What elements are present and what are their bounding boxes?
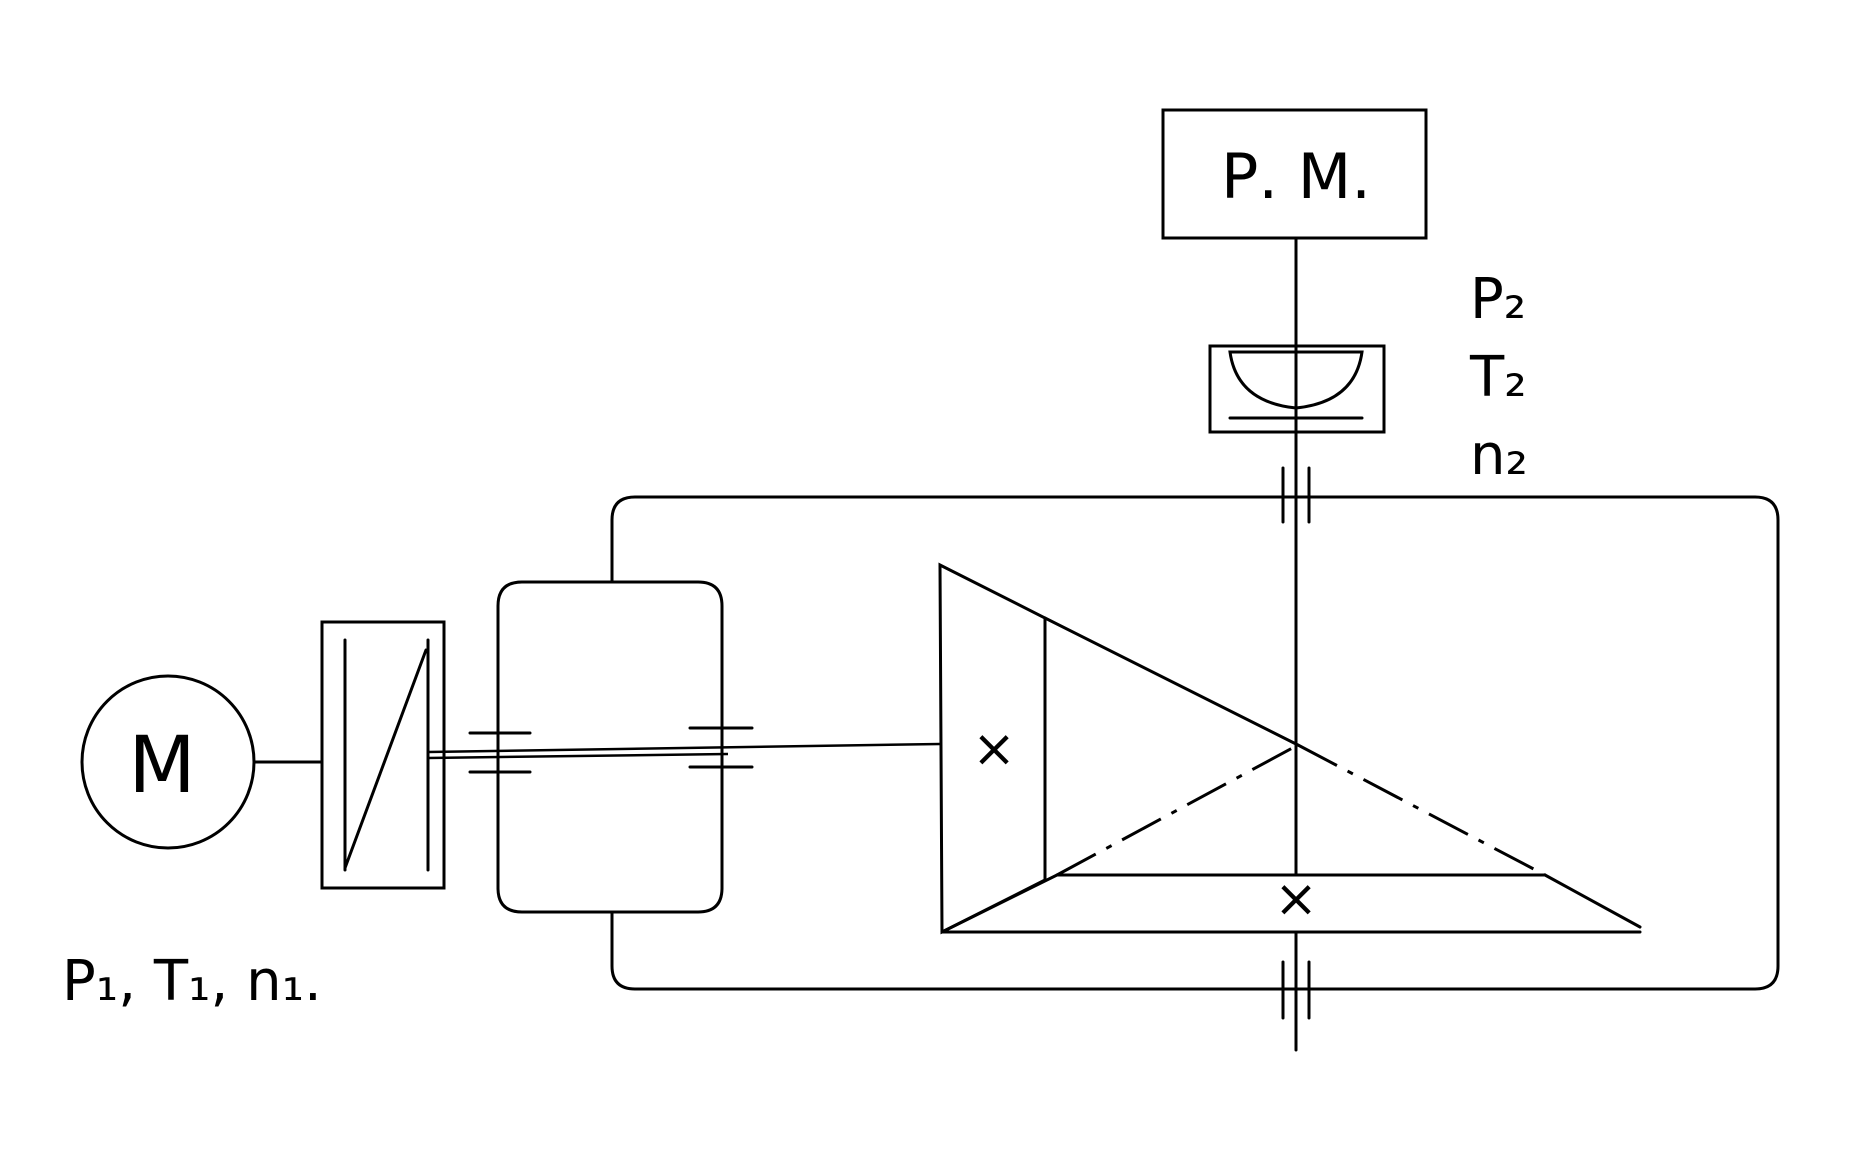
wheel-right-edge bbox=[1543, 873, 1642, 929]
output-speed: n₂ bbox=[1470, 423, 1528, 488]
coupling-diagonal bbox=[343, 648, 428, 870]
output-bearings bbox=[1281, 466, 1311, 1020]
wheel-upper-edge bbox=[1043, 616, 1300, 747]
output-coupling bbox=[1208, 344, 1386, 434]
pitch-line-right bbox=[1297, 743, 1546, 877]
input-bearing-housing bbox=[496, 580, 724, 914]
gearbox-housing bbox=[610, 495, 1780, 991]
coupling-frame bbox=[320, 620, 446, 890]
working-machine: Р. М. bbox=[1161, 108, 1428, 240]
motor: M bbox=[80, 674, 256, 850]
pitch-line-left bbox=[1056, 743, 1299, 877]
working-machine-box bbox=[1161, 108, 1428, 240]
output-coupling-frame bbox=[1208, 344, 1386, 434]
output-coupling-cup bbox=[1228, 350, 1364, 410]
bevel-wheel: × bbox=[940, 616, 1642, 934]
input-shaft-top bbox=[427, 742, 941, 754]
wheel-mark: × bbox=[1274, 869, 1318, 929]
bevel-pinion: × bbox=[938, 562, 1047, 935]
input-coupling bbox=[320, 620, 446, 890]
motor-label: M bbox=[128, 721, 195, 811]
output-params: P₂ T₂ n₂ bbox=[1469, 267, 1528, 488]
pinion-mark: × bbox=[972, 719, 1016, 779]
input-shaft bbox=[427, 742, 941, 760]
working-machine-label: Р. М. bbox=[1221, 140, 1371, 213]
input-shaft-bottom bbox=[427, 752, 729, 760]
wheel-left-edge bbox=[940, 873, 1059, 934]
output-torque: T₂ bbox=[1469, 345, 1527, 410]
input-params: P₁, T₁, n₁. bbox=[62, 949, 322, 1014]
output-power: P₂ bbox=[1470, 267, 1526, 332]
input-bearings bbox=[468, 726, 754, 774]
